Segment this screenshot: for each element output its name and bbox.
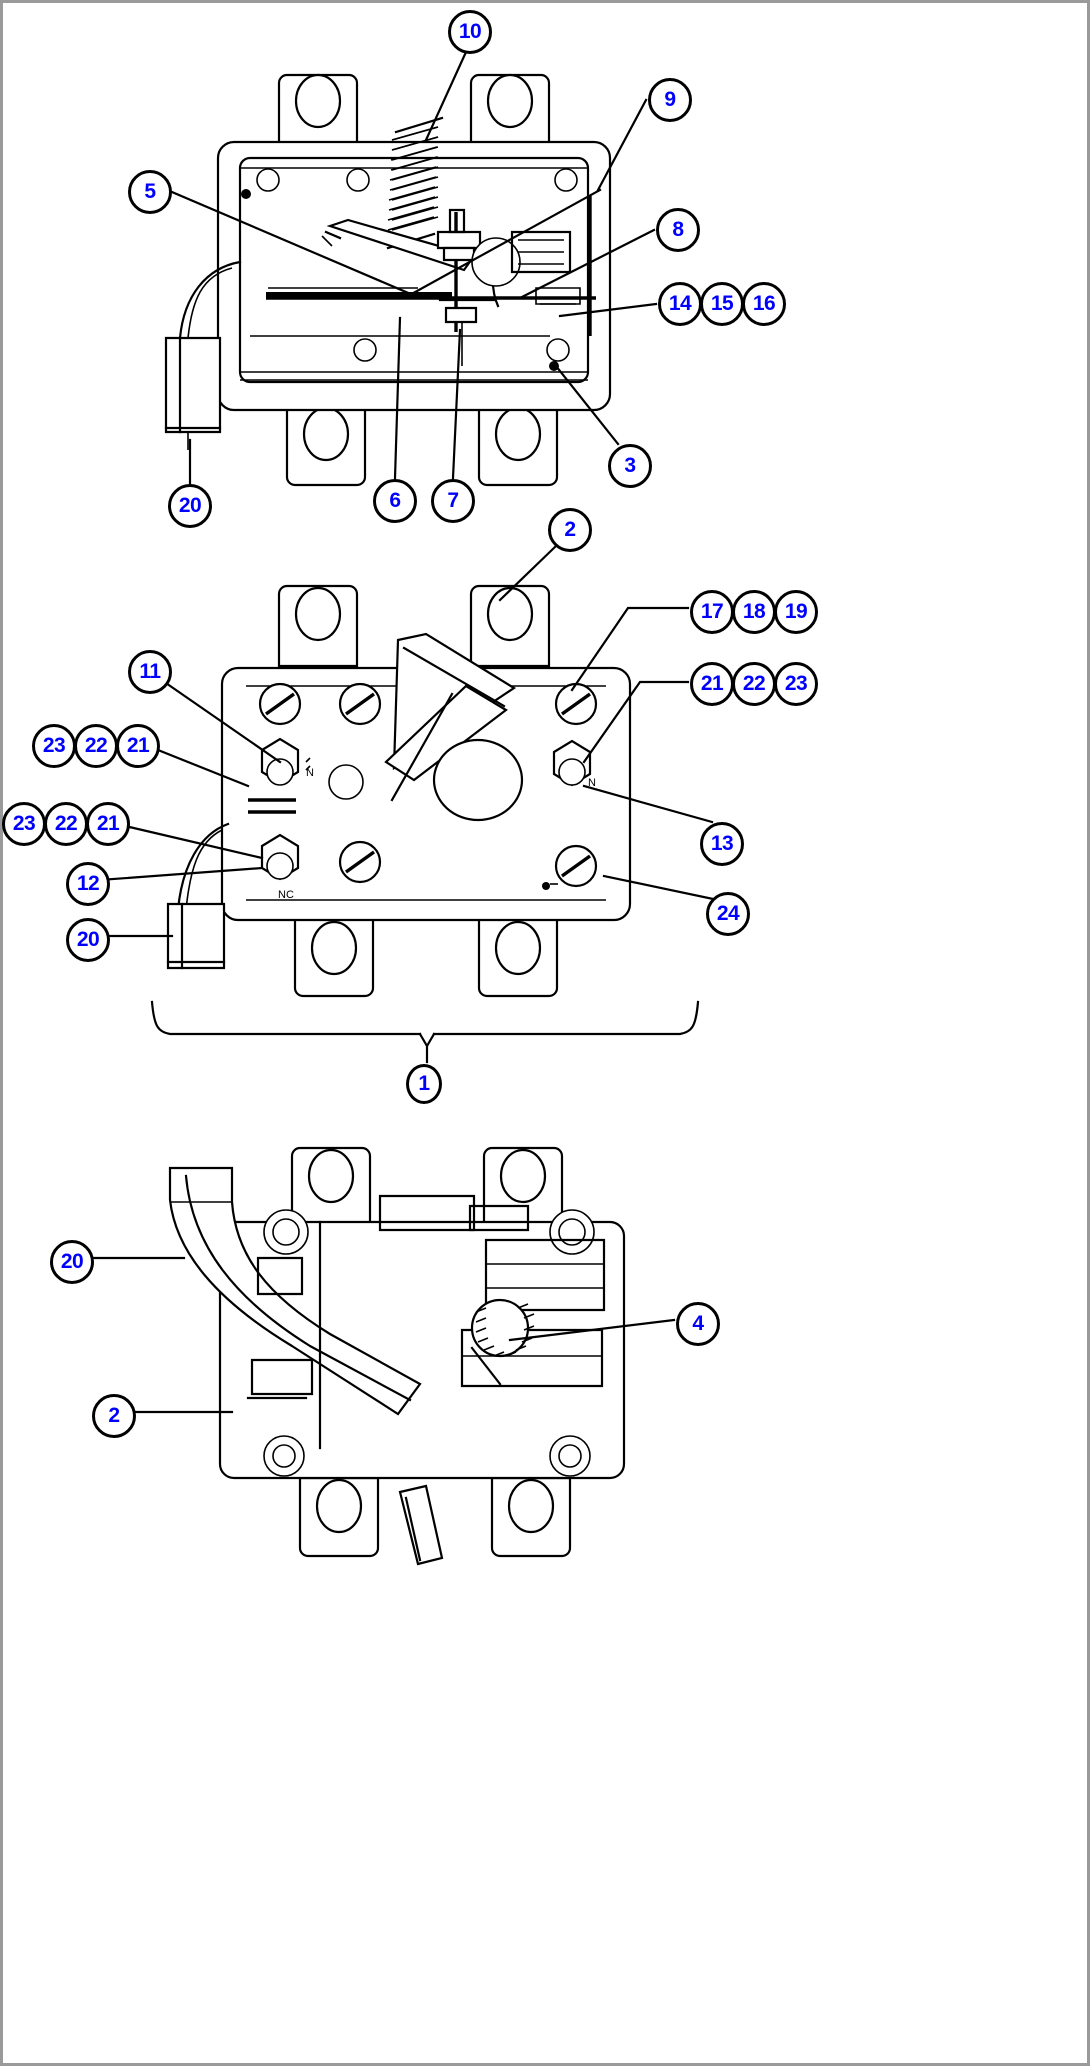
callout-20c-label: 20 [60,1250,84,1273]
callout-18[interactable]: 18 [732,590,776,634]
callout-8[interactable]: 8 [656,208,700,252]
callout-19[interactable]: 19 [774,590,818,634]
callout-8-label: 8 [672,218,684,241]
callout-16-label: 16 [752,292,776,315]
callout-24[interactable]: 24 [706,892,750,936]
callout-16[interactable]: 16 [742,282,786,326]
callout-18-label: 18 [742,600,766,623]
callout-21r[interactable]: 21 [690,662,734,706]
knurled-part-4 [470,1298,535,1386]
callout-1-label: 1 [418,1072,430,1095]
callout-3-label: 3 [624,454,636,477]
callout-2[interactable]: 2 [548,508,592,552]
callout-21a[interactable]: 21 [116,724,160,768]
callout-21b-label: 21 [96,812,120,835]
callout-23b[interactable]: 23 [2,802,46,846]
callout-2b-label: 2 [108,1404,120,1427]
svg-text:N: N [306,767,314,779]
slot-screws [258,682,598,888]
callout-7-label: 7 [447,489,459,512]
callout-17-label: 17 [700,600,724,623]
hex-plugs [260,737,592,881]
callout-20b-label: 20 [76,928,100,951]
callout-21b[interactable]: 21 [86,802,130,846]
callout-23r[interactable]: 23 [774,662,818,706]
callout-15-label: 15 [710,292,734,315]
callout-21r-label: 21 [700,672,724,695]
svg-text:NC: NC [278,889,294,901]
callout-14[interactable]: 14 [658,282,702,326]
callout-22r-label: 22 [742,672,766,695]
svg-text:N: N [588,777,596,789]
view-middle-artwork: N NC N [150,584,700,1064]
callout-19-label: 19 [784,600,808,623]
view-bottom-artwork [168,1146,626,1566]
callout-6[interactable]: 6 [373,479,417,523]
callout-4-label: 4 [692,1312,704,1335]
callout-20c[interactable]: 20 [50,1240,94,1284]
callout-4[interactable]: 4 [676,1302,720,1346]
callout-11-label: 11 [139,660,161,683]
callout-22r[interactable]: 22 [732,662,776,706]
callout-13-label: 13 [710,832,734,855]
sheet-border-top [0,0,1090,3]
callout-11[interactable]: 11 [128,650,172,694]
callout-10[interactable]: 10 [448,10,492,54]
callout-17[interactable]: 17 [690,590,734,634]
callout-1[interactable]: 1 [406,1064,442,1104]
view-top-artwork [164,73,612,487]
callout-23b-label: 23 [12,812,36,835]
callout-15[interactable]: 15 [700,282,744,326]
callout-5[interactable]: 5 [128,170,172,214]
callout-22b[interactable]: 22 [44,802,88,846]
callout-3[interactable]: 3 [608,444,652,488]
sheet-border-bottom [0,2063,1090,2066]
callout-21a-label: 21 [126,734,150,757]
callout-22a[interactable]: 22 [74,724,118,768]
callout-2-label: 2 [564,518,576,541]
callout-12[interactable]: 12 [66,862,110,906]
callout-10-label: 10 [458,20,482,43]
callout-5-label: 5 [144,180,156,203]
callout-20b[interactable]: 20 [66,918,110,962]
callout-23a[interactable]: 23 [32,724,76,768]
callout-6-label: 6 [389,489,401,512]
callout-23a-label: 23 [42,734,66,757]
callout-14-label: 14 [668,292,692,315]
callout-24-label: 24 [716,902,740,925]
callout-12-label: 12 [76,872,100,895]
callout-13[interactable]: 13 [700,822,744,866]
sheet-border-left [0,0,3,2066]
callout-20-label: 20 [178,494,202,517]
callout-9-label: 9 [664,88,676,111]
callout-9[interactable]: 9 [648,78,692,122]
callout-23r-label: 23 [784,672,808,695]
callout-2b[interactable]: 2 [92,1394,136,1438]
callout-22a-label: 22 [84,734,108,757]
sheet-border-right [1087,0,1090,2066]
callout-22b-label: 22 [54,812,78,835]
callout-20[interactable]: 20 [168,484,212,528]
callout-7[interactable]: 7 [431,479,475,523]
